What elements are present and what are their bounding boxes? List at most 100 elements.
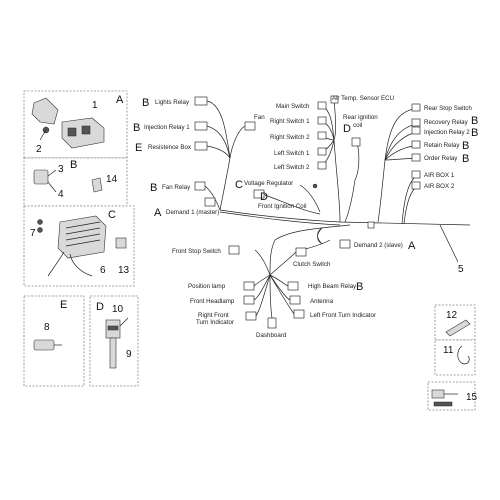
label-rear-ignition-coil-line1: Rear ignition xyxy=(343,114,378,121)
label-front-ignition-coil: Front Ignition Coil xyxy=(258,203,307,210)
connector-front-stop-switch xyxy=(228,245,240,255)
label-right-switch-2: Right Switch 2 xyxy=(270,134,310,141)
label-position-lamp: Position lamp xyxy=(188,283,226,290)
panel-a-letter: A xyxy=(116,94,124,106)
connector-dashboard xyxy=(267,317,277,329)
label-dashboard: Dashboard xyxy=(256,332,287,339)
connector-recovery-relay xyxy=(411,118,421,127)
connector-resistence-box xyxy=(194,141,208,151)
label-injection-relay-1: Injection Relay 1 xyxy=(144,124,190,131)
connector-injection-relay-2 xyxy=(411,126,421,135)
connector-left-front-turn xyxy=(293,309,305,319)
label-resistence-box: Resistence Box xyxy=(148,144,192,151)
label-left-switch-1: Left Switch 1 xyxy=(274,150,310,157)
connector-lights-relay xyxy=(194,96,208,106)
label-demand-2: Demand 2 (slave) xyxy=(354,242,403,249)
label-right-front-turn-line2: Turn Indicator xyxy=(196,319,234,326)
junction-trunk xyxy=(367,221,375,229)
connector-fan xyxy=(244,121,256,131)
tag-b-fan-relay: B xyxy=(150,182,157,194)
strap-part xyxy=(445,319,471,337)
label-recovery-relay: Recovery Relay xyxy=(424,119,469,126)
label-order-relay: Order Relay xyxy=(424,155,458,162)
tag-b-lights-relay: B xyxy=(142,97,149,109)
panel-e: E 8 xyxy=(23,295,85,387)
connector-right-switch-2 xyxy=(317,131,327,140)
connector-retain-relay xyxy=(411,140,421,149)
panel-12: 12 xyxy=(434,304,476,341)
callout-11: 11 xyxy=(443,345,454,356)
panel-c: C 7 6 13 xyxy=(23,205,135,287)
harness-wires xyxy=(204,99,471,319)
panel-b: B 3 4 14 xyxy=(23,157,128,207)
tag-b-recovery-relay: B xyxy=(471,115,478,127)
label-rear-stop-switch: Rear Stop Switch xyxy=(424,105,472,112)
relay-box-part xyxy=(31,97,105,149)
label-antenna: Antenna xyxy=(310,298,334,305)
label-fan: Fan xyxy=(254,114,265,121)
panel-15: 15 xyxy=(427,381,478,411)
connector-position-lamp xyxy=(243,281,255,291)
label-rear-ignition-coil-line2: coil xyxy=(353,122,362,129)
connector-fan-relay xyxy=(194,181,206,191)
connector-air-box-2 xyxy=(411,181,421,190)
tag-b-injection-relay-1: B xyxy=(133,122,140,134)
panel-a: A 1 2 xyxy=(23,90,128,159)
connector-front-headlamp xyxy=(243,295,255,305)
callout-8: 8 xyxy=(44,322,50,333)
connector-right-front-turn xyxy=(245,311,257,321)
tag-b-injection-relay-2: B xyxy=(471,127,478,139)
clip-part xyxy=(457,345,470,365)
label-right-front-turn-line1: Right Front xyxy=(198,312,229,319)
connector-front-ignition-coil xyxy=(253,189,265,199)
label-lights-relay: Lights Relay xyxy=(155,99,190,106)
callout-1: 1 xyxy=(92,100,98,111)
resistence-part xyxy=(33,339,62,351)
callout-14: 14 xyxy=(106,174,118,185)
voltage-regulator-part xyxy=(37,215,127,277)
connectors xyxy=(194,95,421,329)
callout-9: 9 xyxy=(126,349,132,360)
callout-10: 10 xyxy=(112,304,124,315)
callout-5: 5 xyxy=(458,264,464,275)
tag-a-demand-2: A xyxy=(408,240,416,252)
tag-b-high-beam-relay: B xyxy=(356,281,363,293)
tag-c-voltage-regulator: C xyxy=(235,179,243,191)
callout-15: 15 xyxy=(466,392,478,403)
label-right-switch-1: Right Switch 1 xyxy=(270,118,310,125)
label-injection-relay-2: Injection Relay 2 xyxy=(424,129,470,136)
tag-b-retain-relay: B xyxy=(462,140,469,152)
label-fan-relay: Fan Relay xyxy=(162,184,191,191)
label-high-beam-relay: High Beam Relay xyxy=(308,283,357,290)
connector-demand-1 xyxy=(204,197,216,207)
panel-e-letter: E xyxy=(60,299,67,311)
label-demand-1: Demand 1 (master) xyxy=(166,209,219,216)
connector-main-switch xyxy=(317,101,327,110)
callout-3: 3 xyxy=(58,164,64,175)
label-left-front-turn: Left Front Turn Indicator xyxy=(310,312,376,319)
connector-antenna xyxy=(289,295,301,305)
ignition-coil-part xyxy=(105,317,129,369)
connector-part xyxy=(431,389,445,399)
label-air-temp-sensor: Air Temp. Sensor ECU xyxy=(332,95,394,102)
callout-12: 12 xyxy=(446,310,458,321)
connector-air-box-1 xyxy=(411,170,421,179)
label-air-box-2: AIR BOX 2 xyxy=(424,183,455,190)
connector-high-beam-relay xyxy=(287,281,299,291)
tag-e-resistence-box: E xyxy=(135,142,142,154)
connector-left-switch-2 xyxy=(317,161,327,170)
label-air-box-1: AIR BOX 1 xyxy=(424,172,455,179)
connector-left-switch-1 xyxy=(317,147,327,156)
tag-b-order-relay: B xyxy=(462,153,469,165)
label-retain-relay: Retain Relay xyxy=(424,142,460,149)
callout-2: 2 xyxy=(36,144,42,155)
callout-4: 4 xyxy=(58,189,64,200)
connector-clutch-switch xyxy=(295,247,307,257)
connector-voltage-regulator xyxy=(312,183,318,189)
connector-injection-relay-1 xyxy=(194,121,208,131)
connector-rear-ignition-coil xyxy=(351,137,361,147)
label-front-stop-switch: Front Stop Switch xyxy=(172,248,221,255)
label-voltage-regulator: Voltage Regulator xyxy=(244,180,293,187)
connector-rear-stop-switch xyxy=(411,103,421,112)
